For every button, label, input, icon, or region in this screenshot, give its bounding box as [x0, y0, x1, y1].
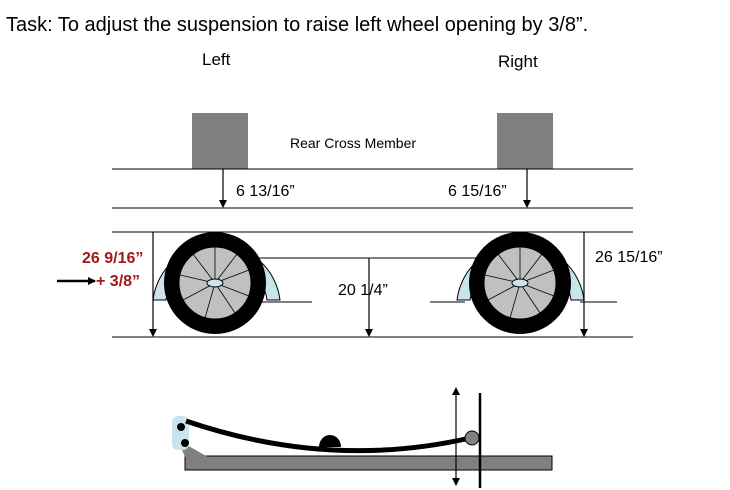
cross-member-label: Rear Cross Member: [290, 135, 416, 151]
left-adjustment-value: + 3/8”: [96, 273, 140, 290]
task-title: Task: To adjust the suspension to raise …: [6, 14, 588, 36]
right-wheel-opening-value: 26 15/16”: [595, 249, 663, 266]
spring-hanger: [464, 430, 480, 446]
axle-dot: [319, 435, 341, 447]
right-label: Right: [498, 52, 538, 71]
right-wheel: [456, 232, 585, 334]
frame-bar: [184, 455, 553, 471]
left-wheel: [152, 232, 281, 334]
left-member-gap-value: 6 13/16”: [236, 183, 295, 200]
leaf-spring-diagram: [172, 387, 553, 488]
right-member-gap-value: 6 15/16”: [448, 183, 507, 200]
leaf-spring: [185, 418, 471, 454]
left-label: Left: [202, 50, 231, 69]
right-cross-member-block: [497, 113, 553, 169]
left-wheel-opening-value: 26 9/16”: [82, 250, 143, 267]
center-height-value: 20 1/4”: [338, 282, 388, 299]
left-cross-member-block: [192, 113, 248, 169]
shackle-bolt-top: [177, 423, 185, 431]
shackle-bolt-bottom: [181, 439, 189, 447]
